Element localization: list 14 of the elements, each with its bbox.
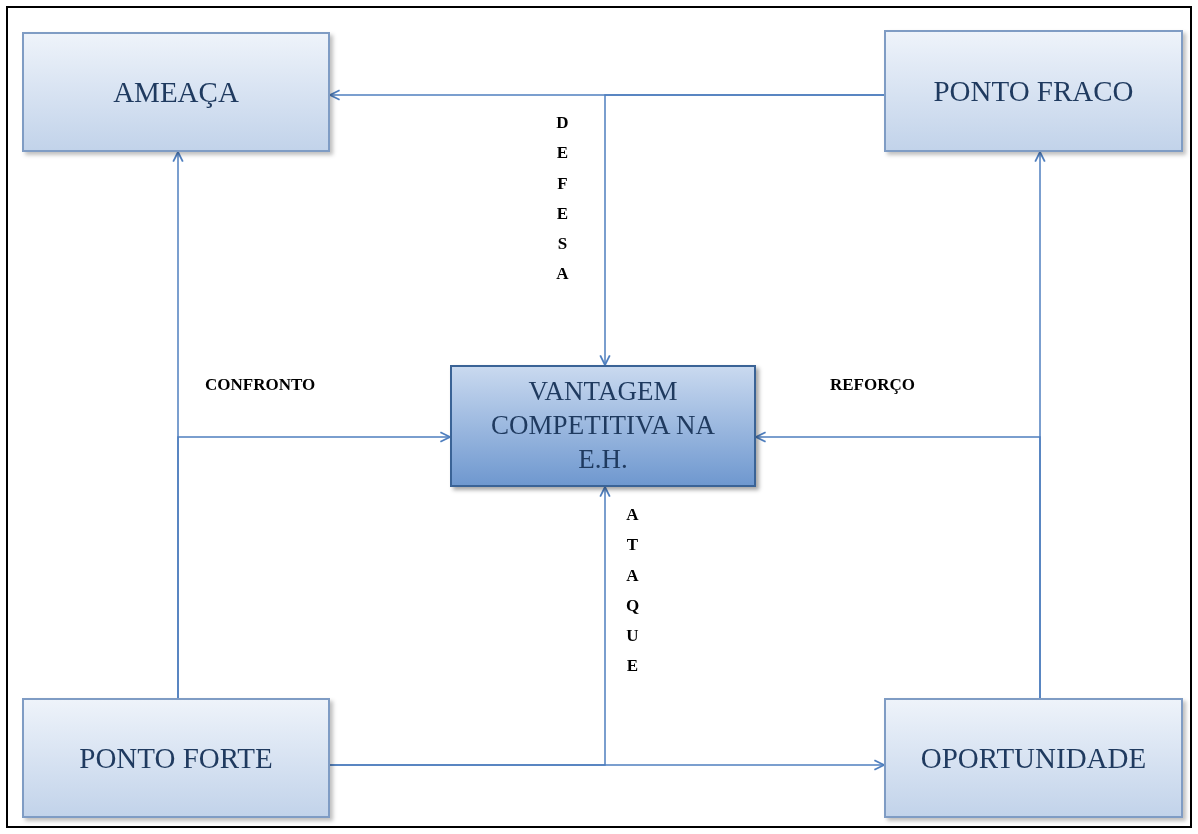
- process-box: [450, 365, 756, 487]
- arrow: [177, 431, 451, 699]
- arrow: [599, 94, 885, 366]
- arrow: [755, 431, 1041, 699]
- process-box: [22, 32, 330, 152]
- box-label: AMEAÇA: [113, 74, 239, 110]
- arrow: [329, 486, 611, 766]
- box-label: PONTO FRACO: [933, 73, 1134, 109]
- process-box: [884, 30, 1183, 152]
- process-box: [22, 698, 330, 818]
- box-label: OPORTUNIDADE: [920, 740, 1147, 776]
- process-box: [884, 698, 1183, 818]
- box-label: PONTO FORTE: [79, 740, 273, 776]
- box-label: VANTAGEM COMPETITIVA NA E.H.: [490, 375, 716, 476]
